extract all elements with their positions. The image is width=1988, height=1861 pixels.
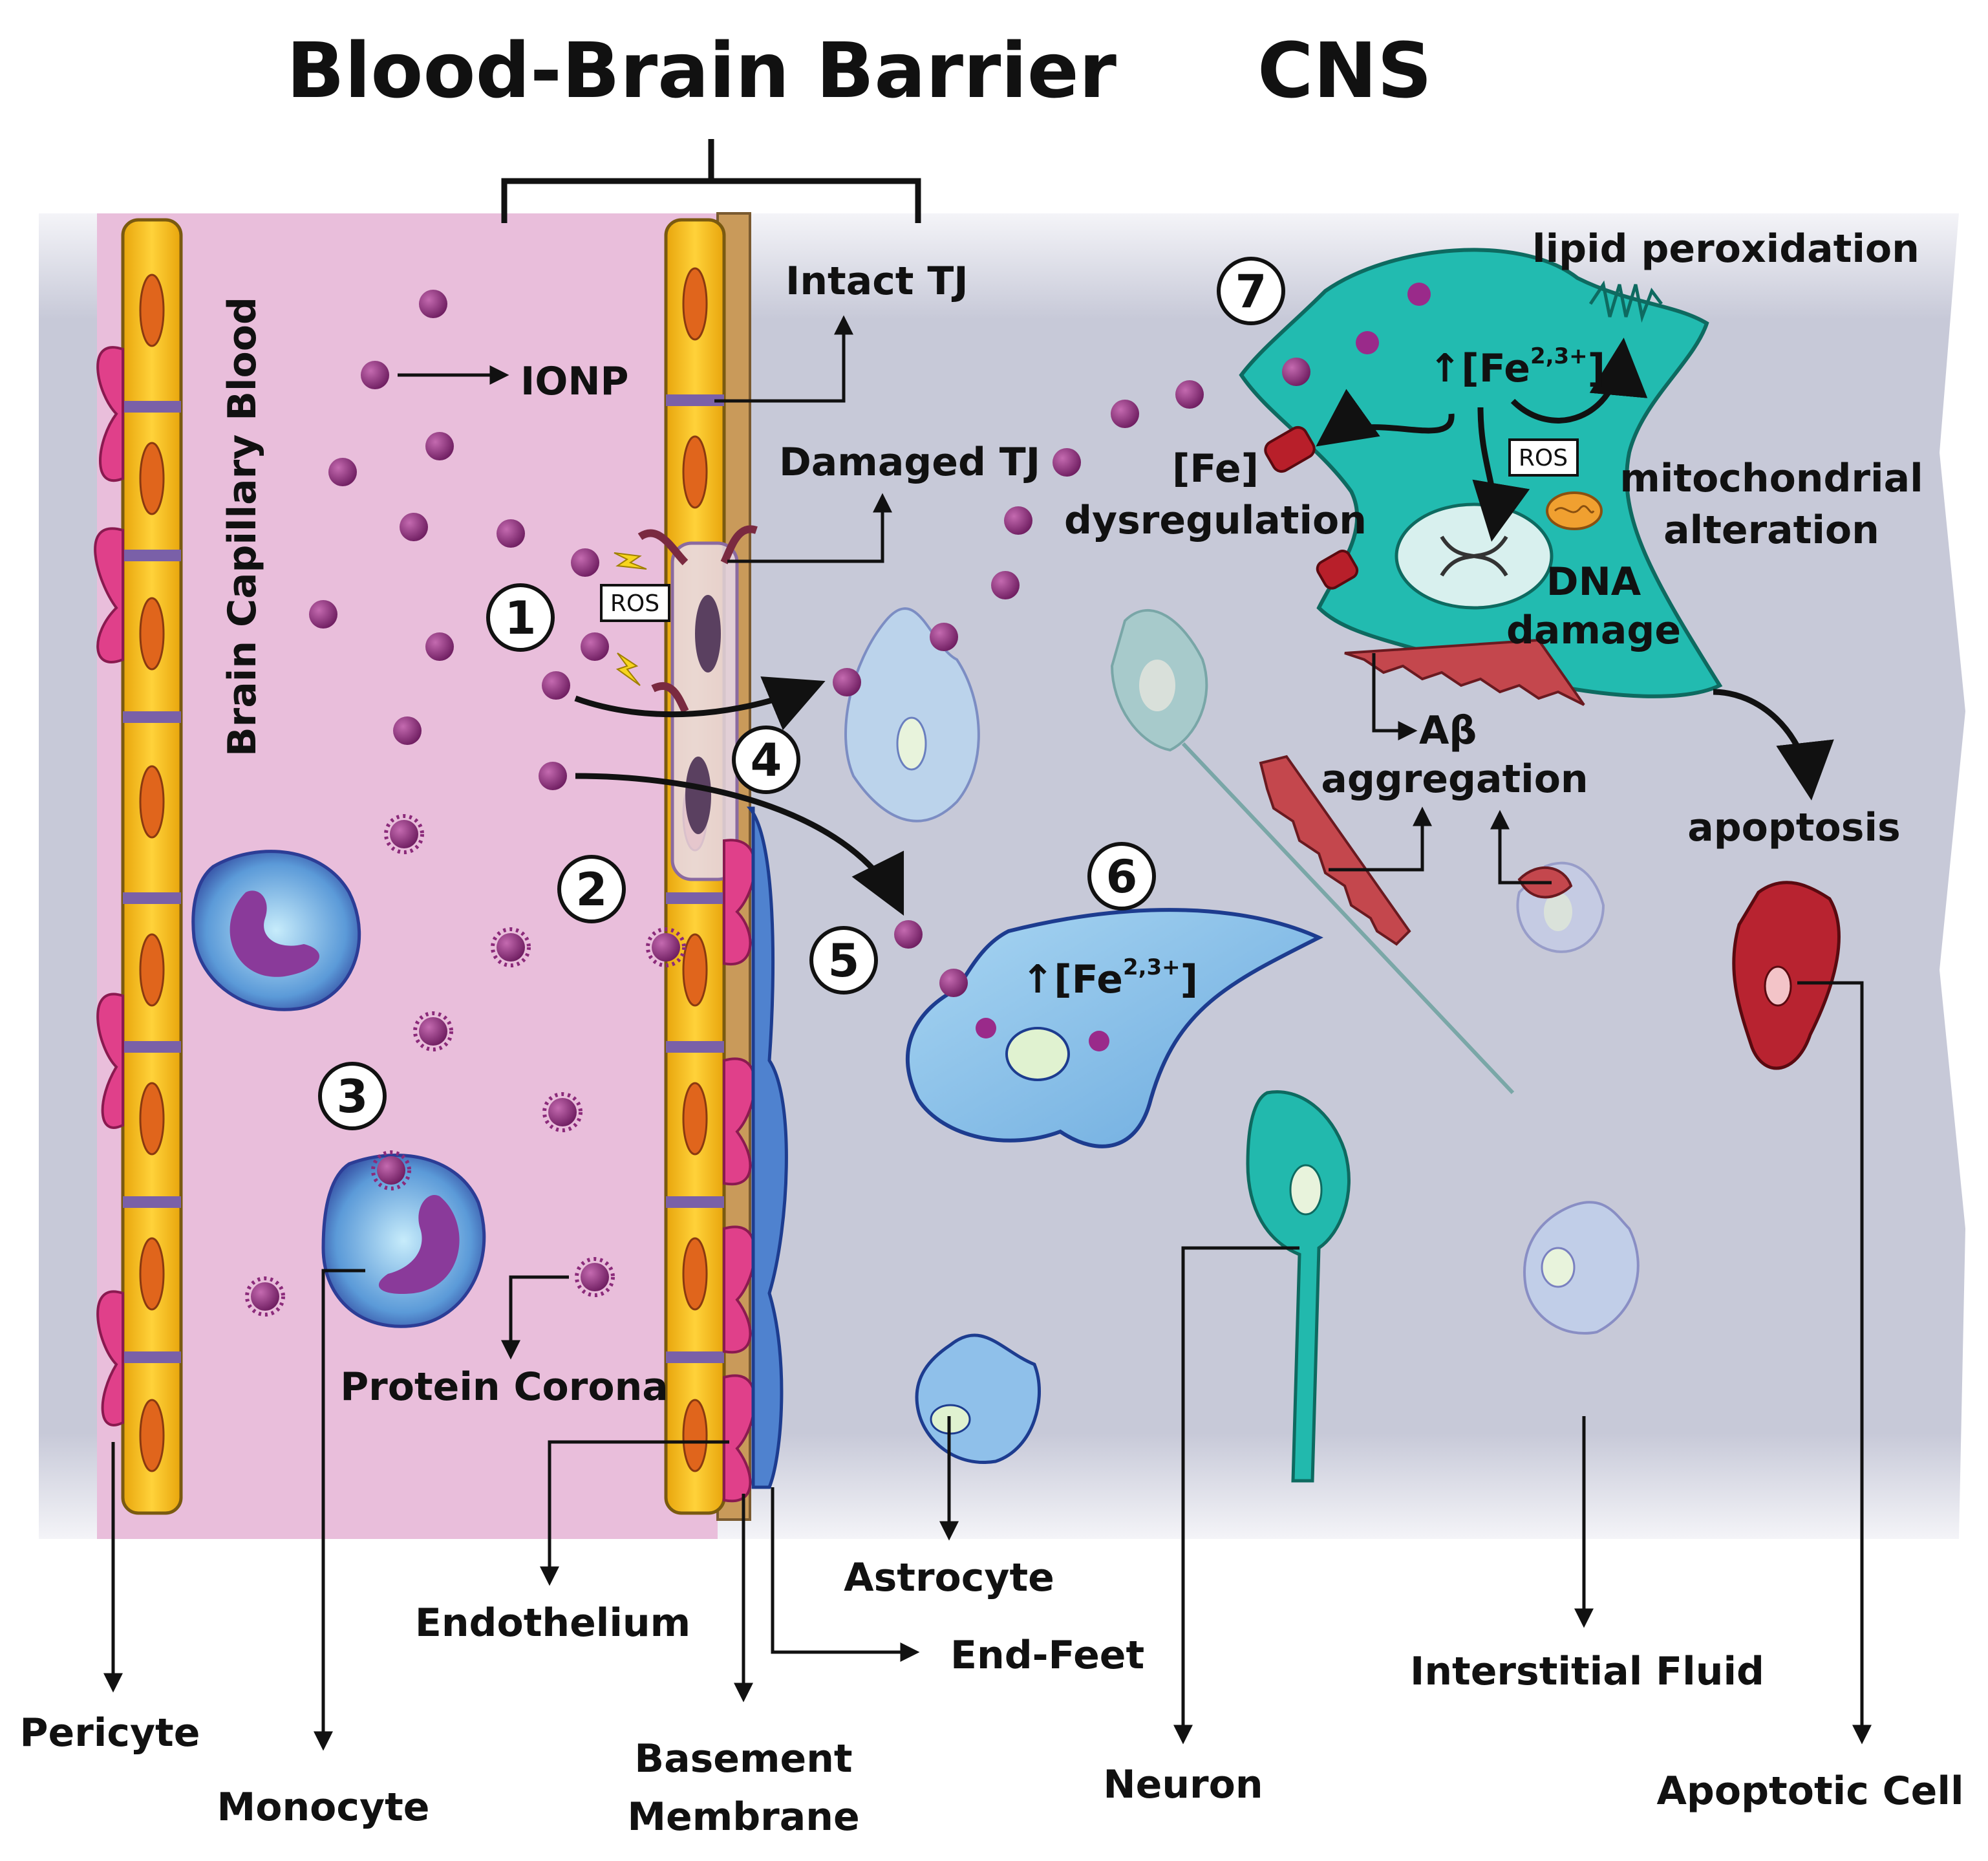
dna-damage-label-line1: DNA [1546,559,1641,605]
pericyte-cells-left [94,346,124,1426]
fe-level-label-astrocyte: ↑[Fe2,3+] [1021,954,1198,1002]
protein-corona-label: Protein Corona [340,1364,668,1410]
basement-membrane-label-line1: Basement [634,1736,852,1781]
mitochondrial-label-line2: alteration [1663,508,1879,553]
intact-tj-label: Intact TJ [786,259,968,304]
mitochondrial-label-line1: mitochondrial [1619,456,1923,501]
step-5: 5 [809,926,878,995]
pericyte-cells-right [723,839,756,1503]
neuron-label: Neuron [1103,1762,1263,1807]
step-7: 7 [1217,257,1285,325]
pericyte-label: Pericyte [20,1710,200,1756]
ros-box-right: ROS [1508,438,1579,477]
svg-text:2: 2 [576,863,608,916]
ros-lightning-icon [614,552,647,686]
step-markers: 1 2 3 4 5 6 7 [318,257,1285,1130]
step-2: 2 [557,855,626,923]
fe-level-label-neuron: ↑[Fe2,3+] [1429,343,1605,391]
brain-capillary-blood-label: Brain Capillary Blood [220,297,265,757]
abeta-label-line1: Aβ [1419,708,1477,753]
astrocyte-cells [844,607,1640,1464]
fe-dysregulation-label-line2: dysregulation [1064,498,1367,543]
apoptotic-cell-label: Apoptotic Cell [1656,1769,1963,1814]
neuron-cell [1246,1090,1351,1483]
abeta-aggregates [1259,638,1585,946]
svg-text:4: 4 [751,734,782,787]
ros-label-right: ROS [1519,445,1568,471]
monocyte-label: Monocyte [217,1785,430,1830]
lipid-peroxidation-label: lipid peroxidation [1532,226,1919,272]
svg-text:7: 7 [1235,265,1267,318]
end-feet-label: End-Feet [950,1633,1144,1678]
background-neuron [1110,608,1515,1095]
astrocyte-label: Astrocyte [844,1555,1054,1600]
astrocyte-end-feet [746,806,788,1489]
step-4: 4 [732,726,800,794]
svg-text:5: 5 [828,934,860,987]
lipid-peroxidation-mark [1588,280,1663,323]
svg-text:3: 3 [337,1070,369,1123]
bbb-bracket [501,139,921,223]
ros-label-left: ROS [610,590,659,617]
svg-text:6: 6 [1106,850,1138,903]
leader-lines [103,315,1872,1751]
step-1: 1 [486,583,555,652]
dna-damage-label-line2: damage [1506,608,1681,653]
title-bbb: Blood-Brain Barrier [286,26,1117,115]
apoptosis-label: apoptosis [1687,805,1901,850]
monocyte-upper [191,850,361,1011]
damaged-tj-label: Damaged TJ [779,440,1040,485]
fe-dysregulation-label-line1: [Fe] [1172,446,1259,491]
process-arrows [574,338,1834,916]
capillary-blood [97,213,718,1539]
apoptotic-cell [1732,881,1841,1070]
title-cns: CNS [1257,26,1432,115]
step-3: 3 [318,1062,387,1130]
monocyte-lower [321,1154,486,1328]
interstitial-fluid-label: Interstitial Fluid [1410,1649,1764,1694]
endothelium-left [121,218,183,1515]
basement-membrane-label-line2: Membrane [627,1794,859,1840]
endothelium-label: Endothelium [415,1600,690,1646]
ros-box-left: ROS [600,584,670,622]
ionp-label: IONP [520,359,629,404]
step-6: 6 [1087,842,1156,910]
abeta-label-line2: aggregation [1321,757,1588,802]
iron-clusters [976,283,1431,1051]
svg-text:1: 1 [505,592,537,645]
iron-channels [1264,425,1359,590]
